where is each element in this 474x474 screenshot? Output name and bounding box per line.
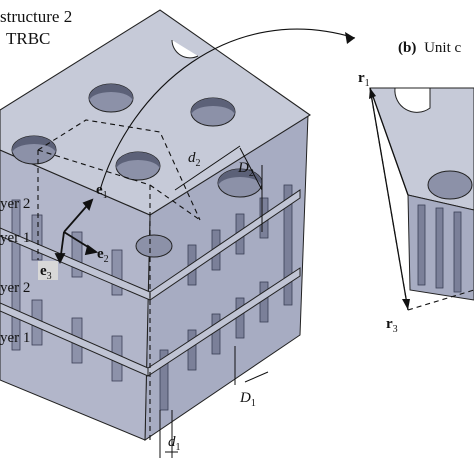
r1-vector [369, 87, 409, 196]
basis-vectors [54, 198, 99, 265]
unit-cell-notch [394, 87, 431, 113]
dimension-lines [159, 145, 269, 458]
r3-vector [369, 87, 409, 311]
hole-shading [12, 84, 262, 187]
dim-D2: D2 [237, 160, 254, 179]
label-r3: r3 [386, 316, 398, 335]
panel-b-label: (b) Unit c [398, 40, 462, 56]
panel-b-text: Unit c [424, 40, 461, 56]
panel-b-tag: (b) [398, 40, 416, 56]
dim-d1: d1 [168, 434, 181, 453]
label-e2: e2 [97, 246, 109, 265]
layer-label-3: yer 2 [0, 280, 30, 296]
zoom-arrow [99, 28, 356, 191]
label-r1: r1 [358, 70, 370, 89]
top-notch [171, 39, 199, 59]
e3-label-bg [38, 261, 58, 280]
zoom-arrow-head [345, 32, 355, 44]
layer-label-4: yer 1 [0, 330, 30, 346]
label-e3: e3 [40, 263, 52, 282]
dim-d2: d2 [188, 150, 201, 169]
dim-D1: D1 [239, 390, 256, 409]
title-line2: TRBC [6, 29, 50, 48]
unit-cell-ribs [417, 204, 462, 293]
unit-cell-guide [37, 119, 201, 440]
title-line1: structure 2 [0, 7, 72, 26]
unit-cell-hole [427, 170, 473, 200]
r3-arrow-head [402, 299, 410, 310]
layer-label-2: yer 1 [0, 230, 30, 246]
block-top-face [0, 9, 311, 216]
label-e1: e1 [96, 182, 108, 201]
layer-label-1: yer 2 [0, 196, 30, 212]
